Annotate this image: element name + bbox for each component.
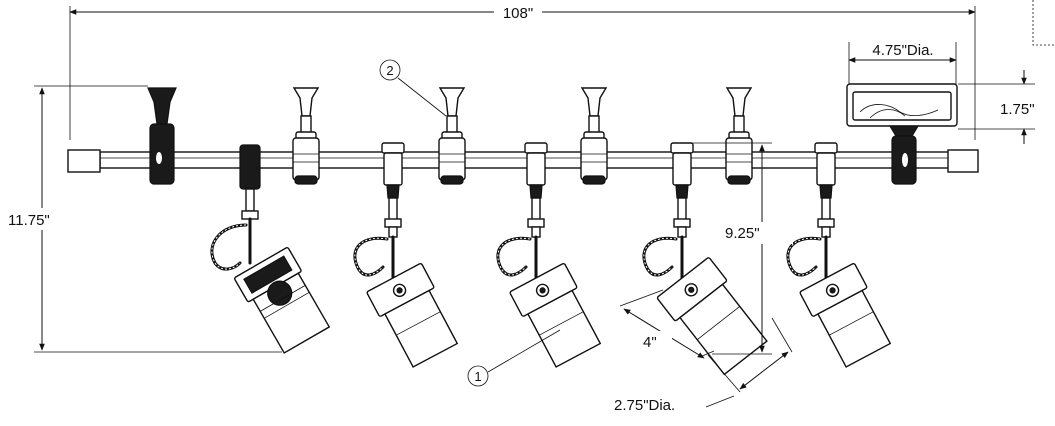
canopy-diameter-label: 4.75"Dia. [872, 42, 933, 59]
overall-height-dimension: 11.75" [6, 85, 282, 353]
callout-lamp-head: 1 [467, 329, 561, 387]
connector-4 [725, 87, 753, 185]
connector-1 [292, 87, 320, 185]
dotted-corner-mark [1032, 0, 1055, 46]
head-length-label: 4" [643, 334, 657, 351]
lamp-fixture-5 [786, 142, 898, 372]
canopy-diameter-dimension: 4.75"Dia. [848, 42, 957, 84]
left-end-cap [67, 149, 101, 173]
overall-length-dimension: 108" [69, 5, 976, 140]
head-diameter-label: 2.75"Dia. [614, 397, 675, 414]
overall-height-label: 11.75" [8, 212, 50, 229]
lamp-fixture-cutaway [210, 144, 331, 354]
track-rail [67, 149, 979, 173]
fixture-drop-dimension: 9.25" [688, 142, 793, 355]
canopy [846, 83, 958, 185]
canopy-height-label: 1.75" [1000, 101, 1035, 118]
fixture-drop-label: 9.25" [725, 225, 760, 242]
canopy-height-dimension: 1.75" [958, 70, 1035, 144]
head-diameter-dimension: 2.75"Dia. [614, 317, 793, 414]
right-end-cap [947, 149, 979, 173]
left-feed-connector [147, 87, 177, 185]
connector-2 [438, 87, 466, 185]
head-length-dimension: 4" [619, 289, 715, 359]
callout-1-number: 1 [474, 369, 481, 384]
callout-connector: 2 [379, 59, 447, 117]
overall-length-label: 108" [503, 5, 533, 22]
connector-3 [580, 87, 608, 185]
callout-2-number: 2 [386, 63, 393, 78]
